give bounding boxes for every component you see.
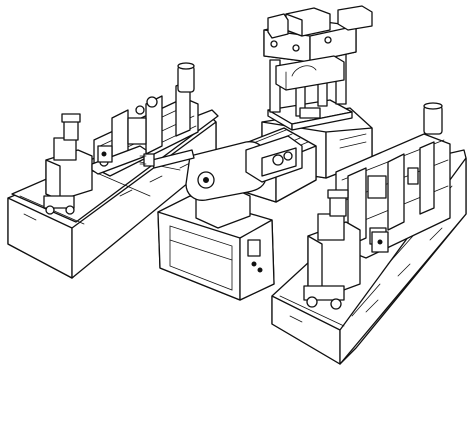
industrial-robot-arm: [139, 127, 317, 229]
injection-molding-machine-right: [271, 102, 467, 365]
robot-controller-cabinet: [157, 195, 275, 301]
